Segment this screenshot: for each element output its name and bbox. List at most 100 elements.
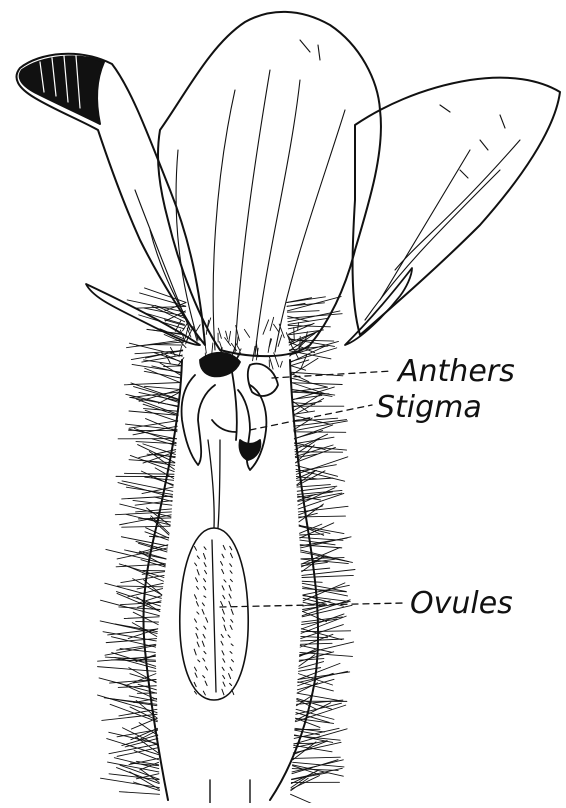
ovule-mark	[204, 547, 206, 550]
hair-stroke	[301, 629, 341, 640]
ovule-mark	[194, 619, 196, 622]
hair-stroke	[130, 455, 174, 471]
ovule-mark	[202, 603, 204, 606]
label-ovules: Ovules	[410, 586, 513, 621]
ovule-mark	[229, 601, 231, 606]
petal-tip-shading	[20, 56, 104, 124]
hair-stroke	[226, 331, 228, 339]
hair-stroke	[288, 318, 327, 324]
hair-stroke	[133, 782, 159, 791]
hair-stroke	[290, 348, 337, 362]
ovule-mark	[230, 667, 232, 670]
hair-stroke	[136, 342, 183, 346]
petal-veins	[135, 40, 520, 355]
hair-stroke	[119, 792, 159, 795]
ovule-mark	[221, 634, 223, 637]
hair-stroke	[301, 639, 344, 641]
ovule-mark	[205, 667, 207, 670]
ovule-mark	[194, 682, 196, 686]
ovule-mark	[202, 641, 204, 646]
hair-stroke	[269, 357, 273, 369]
hair-stroke	[117, 586, 163, 587]
ovule-mark	[198, 660, 200, 662]
hair-stroke	[100, 778, 159, 787]
ovule-mark	[203, 691, 205, 695]
hair-stroke	[155, 468, 174, 479]
ovule-mark	[222, 554, 224, 558]
hair-stroke	[237, 337, 238, 345]
hair-stroke	[300, 336, 301, 351]
hair-stroke	[139, 551, 166, 559]
anthers	[182, 353, 278, 470]
ovule-mark	[196, 633, 198, 638]
ovule-mark	[203, 553, 205, 558]
ovule-mark	[223, 617, 225, 621]
hair-stroke	[278, 335, 282, 346]
hair-stroke	[291, 794, 314, 803]
hair-stroke	[118, 686, 156, 688]
hair-stroke	[145, 410, 177, 421]
ovule-mark	[223, 659, 225, 662]
label-stigma: Stigma	[376, 390, 482, 425]
ovule-mark	[222, 667, 224, 670]
hair-stroke	[115, 512, 171, 515]
hair-stroke	[107, 698, 157, 706]
ovule-mark	[230, 564, 232, 567]
stigma-leader	[250, 405, 372, 430]
hair-stroke	[303, 585, 349, 595]
hair-stroke	[298, 323, 299, 330]
sepals	[86, 268, 412, 345]
hair-stroke	[218, 328, 221, 338]
ovule-mark	[203, 634, 205, 638]
ovule-mark	[194, 649, 196, 655]
hair-stroke	[291, 778, 308, 790]
hair-stroke	[270, 317, 274, 330]
ovule-mark	[222, 569, 224, 573]
ovule-mark	[203, 658, 205, 661]
style	[208, 440, 220, 528]
ovule-mark	[197, 642, 199, 647]
ovule-mark	[230, 625, 232, 629]
hair-stroke	[287, 297, 326, 303]
hair-stroke	[299, 525, 344, 533]
hair-stroke	[122, 496, 173, 499]
ovule-mark	[194, 667, 196, 671]
hair-stroke	[303, 596, 350, 602]
petals	[16, 12, 560, 356]
hair-stroke	[302, 605, 324, 611]
ovule-mark	[196, 586, 198, 589]
hair-stroke	[126, 340, 183, 348]
central-petal	[158, 12, 381, 356]
ovule-mark	[194, 546, 196, 550]
hair-stroke	[105, 645, 156, 655]
ovule-mark	[206, 618, 208, 623]
hair-stroke	[287, 311, 319, 312]
ovule-mark	[197, 612, 199, 614]
ovule-mark	[197, 556, 199, 559]
ovary-cavity	[180, 528, 248, 700]
hair-stroke	[289, 351, 330, 359]
hair-stroke	[293, 757, 340, 758]
ovule-mark	[204, 587, 206, 590]
ovule-mark	[224, 580, 226, 582]
ovule-mark	[222, 651, 224, 655]
ovule-mark	[229, 594, 231, 598]
hair-stroke	[154, 353, 182, 362]
ovule-mark	[229, 585, 231, 590]
hair-stroke	[299, 668, 321, 672]
ovule-mark	[197, 570, 199, 575]
ovule-mark	[205, 570, 207, 573]
hair-stroke	[229, 331, 231, 342]
hair-stroke	[301, 547, 340, 564]
hair-stroke	[121, 537, 167, 546]
hair-stroke	[302, 575, 353, 577]
ovule-mark	[231, 609, 233, 614]
ovule-mark	[204, 596, 206, 597]
hair-stroke	[98, 695, 157, 713]
ovule-mark	[195, 673, 197, 677]
ovule-mark	[194, 595, 196, 599]
hair-stroke	[298, 663, 340, 679]
hair-stroke	[298, 506, 348, 512]
